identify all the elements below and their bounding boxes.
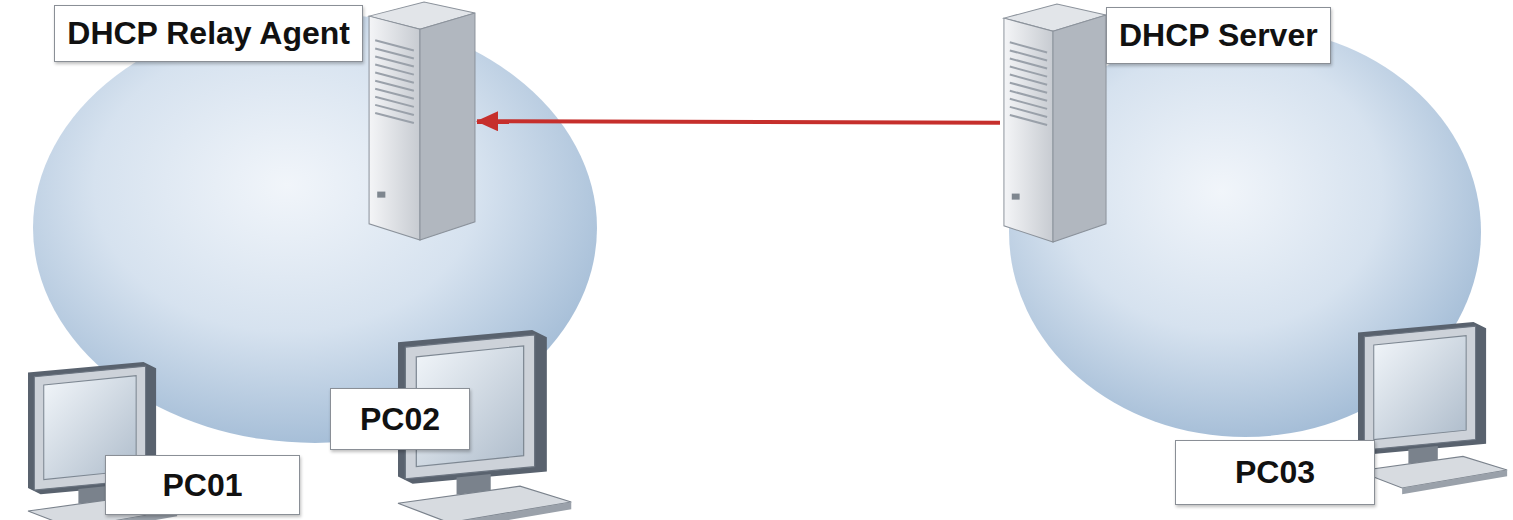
pc-label: PC01 <box>162 467 242 504</box>
server-node: DHCP Server <box>1000 2 1108 244</box>
server-node: DHCP Relay Agent <box>365 0 477 242</box>
server-icon <box>365 0 477 242</box>
relay-arrow <box>477 121 1000 123</box>
server-label: DHCP Relay Agent <box>54 5 363 62</box>
server-front <box>1004 18 1053 242</box>
pc-label: PC03 <box>1235 454 1315 491</box>
pc-label-box: PC02 <box>330 388 470 450</box>
power-button <box>1012 194 1020 200</box>
server-icon <box>1000 2 1108 244</box>
server-label: DHCP Server <box>1106 7 1331 64</box>
server-front <box>369 16 420 240</box>
power-button <box>377 192 385 198</box>
pc-label: PC02 <box>360 401 440 438</box>
drive-bay <box>1010 115 1047 125</box>
server-side <box>1053 15 1106 242</box>
pc-label-box: PC03 <box>1175 440 1375 505</box>
drive-bay <box>375 113 414 123</box>
server-side <box>420 13 475 240</box>
pc-icon <box>1358 322 1507 494</box>
pc-label-box: PC01 <box>105 455 300 515</box>
